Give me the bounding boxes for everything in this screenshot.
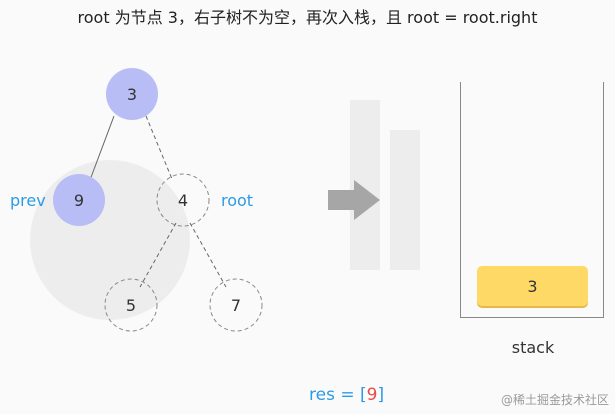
- right-arrow-icon: [328, 180, 380, 220]
- tree-node-4: 4: [156, 173, 210, 227]
- result-line: res = [9]: [309, 385, 384, 405]
- tree-node-9-label: 9: [74, 191, 84, 210]
- result-suffix: ]: [377, 385, 385, 405]
- edge-3-9: [89, 115, 115, 181]
- stack-item: 3: [477, 266, 588, 306]
- stack-container: [460, 82, 604, 318]
- step-caption: root 为节点 3，右子树不为空，再次入栈，且 root = root.rig…: [77, 8, 538, 27]
- edge-4-5: [139, 222, 177, 288]
- tree-node-7-label: 7: [231, 296, 241, 315]
- tree-node-5: 5: [104, 278, 158, 332]
- stack-label: stack: [511, 338, 555, 357]
- prev-pointer-label: prev: [10, 191, 46, 210]
- tree-node-3-label: 3: [127, 85, 137, 104]
- root-pointer-label: root: [221, 191, 254, 210]
- edge-3-4: [145, 115, 173, 180]
- tree-node-4-label: 4: [178, 191, 188, 210]
- tree-node-5-label: 5: [126, 296, 136, 315]
- result-value: 9: [366, 385, 378, 405]
- edge-4-7: [189, 222, 227, 288]
- tree-node-3: 3: [106, 68, 158, 120]
- result-prefix: res = [: [309, 385, 367, 405]
- tree-node-7: 7: [209, 278, 263, 332]
- tree-node-9: 9: [53, 174, 105, 226]
- watermark-text: @稀土掘金技术社区: [500, 393, 609, 407]
